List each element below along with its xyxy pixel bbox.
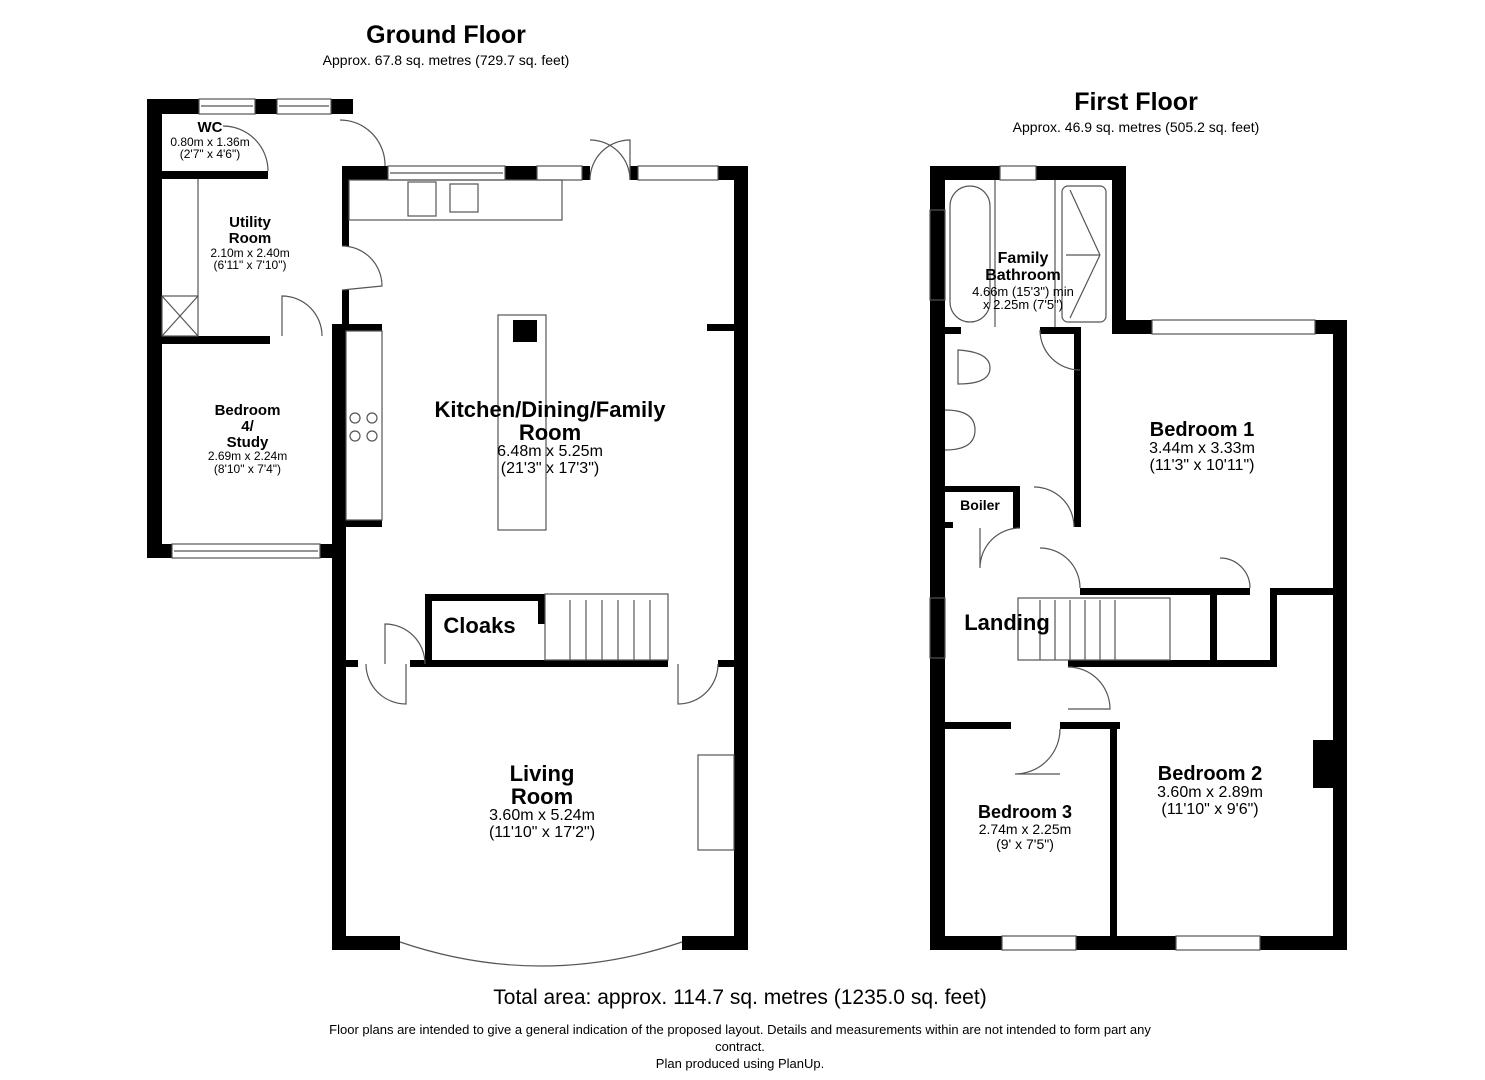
room-size-imperial: (6'11" x 7'10") (213, 258, 287, 273)
disclaimer: Floor plans are intended to give a gener… (240, 1022, 1240, 1073)
room-label-kitchen: Kitchen/Dining/Family Room 6.48m x 5.25m… (410, 398, 690, 478)
room-size-metric: 3.60m x 2.89m (1157, 784, 1263, 801)
room-size-metric: 4.66m (15'3") min (972, 283, 1074, 299)
room-label-bathroom: Family Bathroom 4.66m (15'3") min x 2.25… (948, 250, 1098, 313)
first-floor-walls (930, 166, 1347, 950)
room-label-utility: Utility Room 2.10m x 2.40m (6'11" x 7'10… (190, 215, 310, 272)
room-size-metric: 2.74m x 2.25m (978, 820, 1072, 837)
ground-floor-walls (147, 99, 748, 950)
room-size-imperial: (21'3" x 17'3") (500, 459, 600, 477)
room-name-line3: Study (226, 433, 269, 451)
room-name: Utility (229, 214, 271, 231)
room-size-imperial: (11'3" x 10'11") (1149, 456, 1255, 474)
room-name-line2: 4/ (241, 417, 254, 435)
room-size-imperial: (11'10" x 9'6") (1161, 800, 1259, 818)
room-name: Kitchen/Dining/Family (434, 397, 666, 422)
room-label-living: Living Room 3.60m x 5.24m (11'10" x 17'2… (462, 762, 622, 842)
room-label-bedroom2: Bedroom 2 3.60m x 2.89m (11'10" x 9'6") (1130, 764, 1290, 819)
room-label-bedroom4: Bedroom 4/ Study 2.69m x 2.24m (8'10" x … (185, 403, 310, 475)
room-size-metric: 6.48m x 5.25m (497, 443, 603, 461)
room-label-cloaks: Cloaks (443, 613, 516, 638)
ground-floor-area: Approx. 67.8 sq. metres (729.7 sq. feet) (322, 52, 570, 68)
room-name: Living (509, 761, 575, 786)
room-size-metric: 2.69m x 2.24m (207, 449, 288, 464)
hob-icon (513, 320, 537, 342)
room-size-imperial: x 2.25m (7'5") (982, 297, 1064, 313)
disclaimer-line1: Floor plans are intended to give a gener… (329, 1022, 1151, 1037)
ground-floor-title: Ground Floor (366, 21, 526, 49)
room-name: Bedroom 2 (1157, 763, 1263, 785)
first-floor-area: Approx. 46.9 sq. metres (505.2 sq. feet) (1012, 119, 1260, 135)
room-label-landing: Landing (964, 610, 1050, 635)
room-name-line2: Room (228, 229, 272, 247)
room-label-bedroom3: Bedroom 3 2.74m x 2.25m (9' x 7'5") (955, 803, 1095, 851)
room-name: WC (197, 119, 223, 136)
credit-line: Plan produced using PlanUp. (655, 1055, 825, 1071)
disclaimer-line2: contract. (715, 1038, 765, 1054)
room-name-line2: Room (518, 420, 582, 446)
total-area: Total area: approx. 114.7 sq. metres (12… (493, 986, 987, 1009)
ground-floor-fixtures (161, 98, 735, 967)
room-name-line2: Bathroom (985, 266, 1061, 284)
room-label-wc: WC 0.80m x 1.36m (2'7" x 4'6") (160, 120, 260, 161)
room-size-metric: 2.10m x 2.40m (210, 245, 290, 260)
first-floor-fixtures (929, 165, 1316, 951)
room-label-boiler: Boiler (960, 497, 1000, 513)
room-label-bedroom1: Bedroom 1 3.44m x 3.33m (11'3" x 10'11") (1122, 420, 1282, 475)
room-size-imperial: (8'10" x 7'4") (213, 461, 282, 476)
room-size-metric: 3.60m x 5.24m (489, 807, 595, 825)
room-size-metric: 0.80m x 1.36m (170, 134, 250, 149)
room-name: Bedroom 1 (1149, 419, 1255, 441)
room-size-imperial: (9' x 7'5") (996, 835, 1054, 852)
room-name: Family (997, 250, 1049, 267)
room-size-imperial: (11'10" x 17'2") (488, 823, 596, 841)
room-size-metric: 3.44m x 3.33m (1149, 440, 1255, 457)
first-floor-title: First Floor (1074, 88, 1198, 116)
room-name: Bedroom (214, 402, 281, 419)
room-name-line2: Room (510, 784, 574, 810)
room-size-imperial: (2'7" x 4'6") (179, 147, 241, 162)
room-name: Bedroom 3 (977, 802, 1073, 822)
